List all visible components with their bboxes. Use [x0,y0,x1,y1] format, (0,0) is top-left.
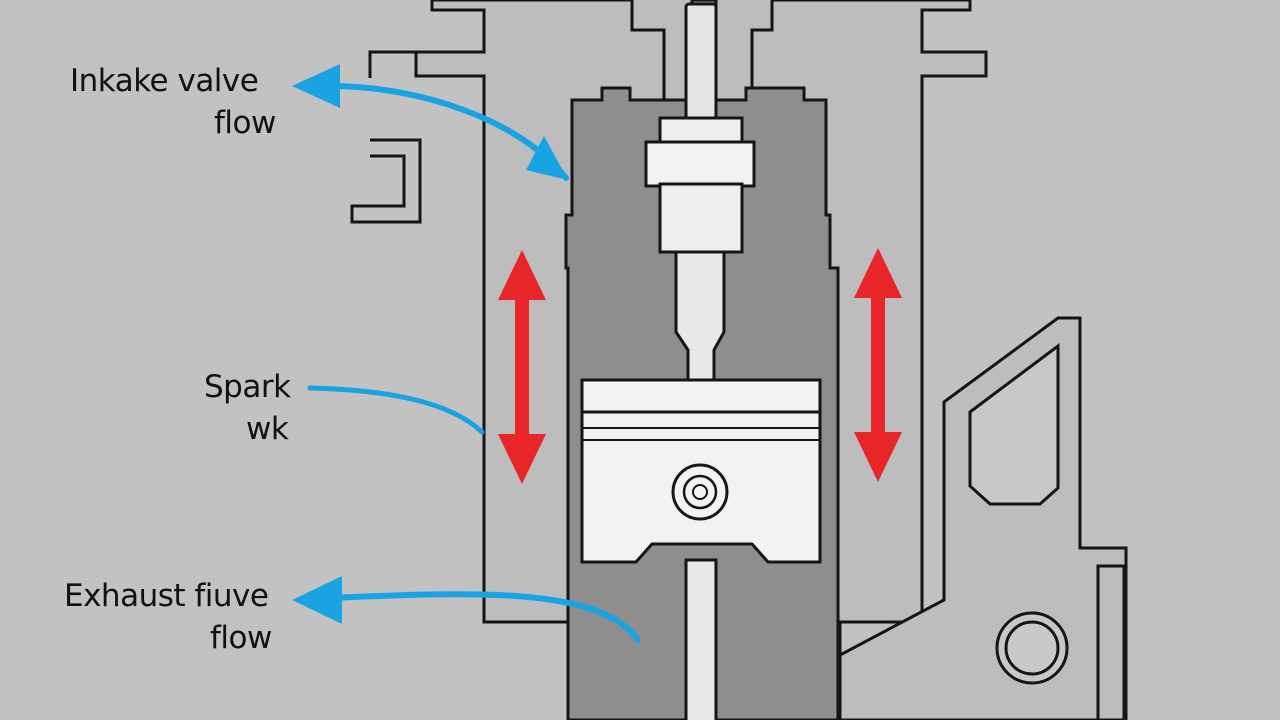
intake-label-line-1: Inkake valve [70,63,259,99]
spark-pointer-line [307,385,485,435]
intake-port-bracket [350,50,422,224]
exhaust-label-line-1: Exhaust fiuve [64,578,269,614]
exhaust-flow-label: Exhaust fiuve flow [64,575,272,659]
exhaust-flow-arrow-icon [292,576,641,643]
right-double-arrow-icon [854,248,902,482]
spark-label-line-1: Spark [204,369,291,405]
connecting-rod [684,558,718,720]
intake-label-line-2: flow [214,105,276,141]
spark-label-line-2: wk [246,411,289,447]
spark-label: Spark wk [204,366,291,450]
left-double-arrow-icon [498,250,546,484]
piston [580,378,822,564]
exhaust-port-block [838,316,1128,720]
intake-flow-arrow-icon [292,64,569,181]
spark-plug [644,2,756,384]
exhaust-label-line-2: flow [210,620,272,656]
intake-valve-flow-label: Inkake valve flow [70,60,276,144]
